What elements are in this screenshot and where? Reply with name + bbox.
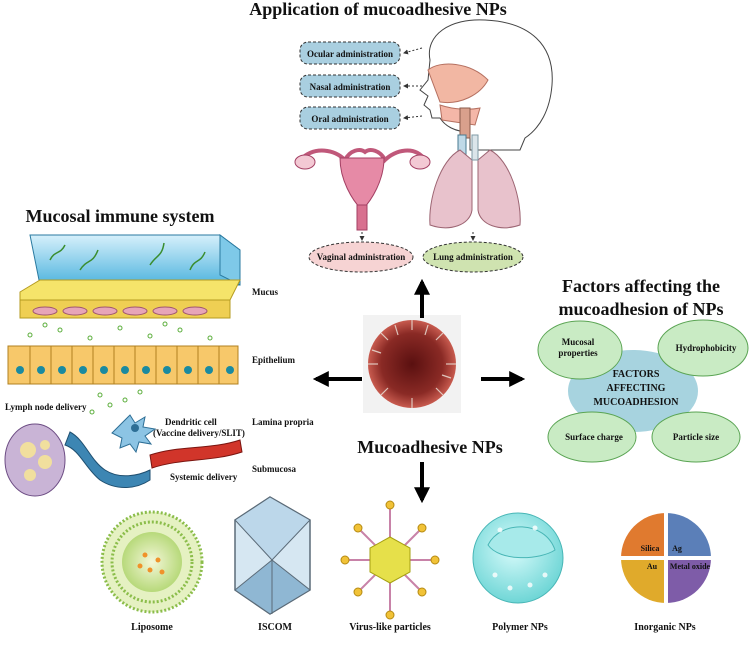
oral-arrow [403, 115, 423, 121]
liposome-label: Liposome [131, 622, 173, 633]
center-label: Mucoadhesive NPs [357, 437, 503, 457]
factor-size: Particle size [673, 432, 719, 442]
polymer-np-illustration [472, 512, 564, 604]
polymer-label: Polymer NPs [492, 622, 548, 633]
lung-label: Lung administration [433, 252, 513, 262]
liposome-illustration [100, 510, 204, 614]
epithelium-layer [7, 321, 239, 415]
dendritic-label-1: Dendritic cell [165, 417, 217, 427]
left-title: Mucosal immune system [26, 206, 215, 226]
factor-mucosal-1: Mucosal [562, 337, 595, 347]
vaginal-box: Vaginal administration [308, 241, 414, 273]
factor-center-3: MUCOADHESION [593, 397, 679, 408]
lymph-vessel [64, 431, 151, 488]
metal-oxide-label: Metal oxide [670, 562, 711, 571]
dendritic-label-2: (Vaccine delivery/SLIT) [153, 428, 245, 438]
submucosa-label: Submucosa [252, 464, 297, 474]
blood-vessel [149, 439, 243, 469]
lung-box: Lung administration [422, 241, 524, 273]
ocular-label: Ocular administration [307, 49, 393, 59]
factors-diagram [537, 319, 749, 463]
lungs-illustration [429, 134, 521, 229]
factor-hydro: Hydrophobicity [676, 343, 737, 353]
lymph-label: Lymph node delivery [5, 402, 87, 412]
nasal-label: Nasal administration [310, 82, 391, 92]
silica-label: Silica [641, 544, 660, 553]
mucoadhesive-np [363, 315, 461, 413]
vlp-label: Virus-like particles [349, 622, 431, 633]
lymph-node [4, 423, 66, 497]
nasal-box: Nasal administration [299, 74, 401, 98]
iscom-illustration [234, 496, 311, 615]
factor-surface: Surface charge [565, 432, 623, 442]
oral-box: Oral administration [299, 106, 401, 130]
mucus-label: Mucus [252, 287, 279, 297]
epithelium-label: Epithelium [252, 355, 296, 365]
inorganic-np-illustration [621, 513, 711, 603]
factor-mucosal-2: properties [558, 348, 598, 358]
lamina-label: Lamina propria [252, 417, 314, 427]
factor-center-2: AFFECTING [607, 383, 666, 394]
vaginal-label: Vaginal administration [317, 252, 405, 262]
iscom-label: ISCOM [258, 622, 292, 633]
oral-label: Oral administration [311, 114, 388, 124]
ocular-arrow [403, 47, 423, 55]
mucosa-block [19, 234, 241, 319]
inorganic-label: Inorganic NPs [634, 622, 696, 633]
head-illustration [419, 19, 553, 166]
ag-label: Ag [672, 544, 682, 553]
right-title-1: Factors affecting the [562, 276, 720, 296]
vlp-illustration [340, 500, 440, 620]
systemic-label: Systemic delivery [170, 472, 238, 482]
factor-center-1: FACTORS [613, 369, 660, 380]
dendritic-cell [111, 414, 157, 454]
au-label: Au [647, 562, 658, 571]
uterus-illustration [294, 148, 431, 231]
ocular-box: Ocular administration [299, 41, 401, 65]
right-title-2: mucoadhesion of NPs [558, 299, 723, 319]
top-title: Application of mucoadhesive NPs [249, 0, 507, 19]
